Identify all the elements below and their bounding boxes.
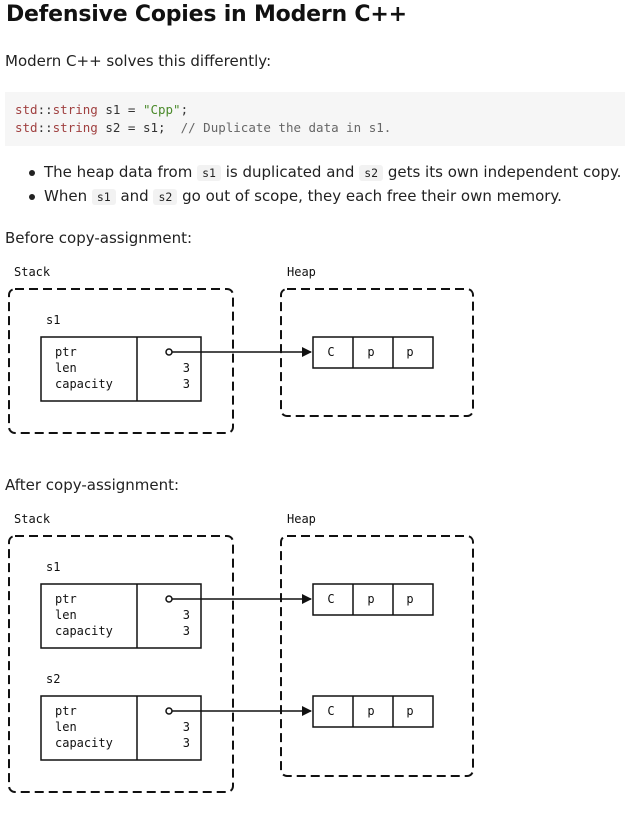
code-token: ; <box>180 102 189 117</box>
bullet-text: When <box>44 187 92 205</box>
len-value: 3 <box>183 608 190 622</box>
pointer-origin <box>165 707 173 715</box>
stack-frame <box>8 288 234 434</box>
heap-cell: C <box>327 704 334 718</box>
bullet-text: go out of scope, they each free their ow… <box>177 187 562 205</box>
capacity-value: 3 <box>183 624 190 638</box>
stack-label: Stack <box>14 512 51 526</box>
bullet-text: The heap data from <box>44 163 198 181</box>
len-value: 3 <box>183 361 190 375</box>
heap-cell: p <box>367 592 374 606</box>
heap-cell: C <box>327 345 334 359</box>
field-capacity: capacity <box>55 377 113 391</box>
bullet-list: The heap data from s1 is duplicated and … <box>0 160 621 208</box>
code-token: s2 = s1; <box>97 120 181 135</box>
bullet-text: gets its own independent copy. <box>383 163 622 181</box>
before-diagram: Stack Heap s1 ptr len capacity 3 3 C p p <box>8 265 474 434</box>
var-label-s1: s1 <box>46 560 60 574</box>
var-label-s1: s1 <box>46 313 60 327</box>
field-len: len <box>55 720 77 734</box>
after-diagram: Stack Heap s1 ptr len capacity 3 3 C p p… <box>8 512 474 793</box>
capacity-value: 3 <box>183 377 190 391</box>
page-title: Defensive Copies in Modern C++ <box>6 2 407 27</box>
bullet-text: is duplicated and <box>220 163 360 181</box>
field-capacity: capacity <box>55 736 113 750</box>
heap-frame <box>280 535 474 777</box>
len-value: 3 <box>183 720 190 734</box>
code-token: :: <box>37 102 53 117</box>
code-token: :: <box>37 120 53 135</box>
heap-label: Heap <box>287 265 316 279</box>
inline-code: s2 <box>153 189 178 205</box>
heap-buffer <box>312 695 434 728</box>
bullet-item: When s1 and s2 go out of scope, they eac… <box>0 184 621 208</box>
after-label: After copy-assignment: <box>5 476 180 494</box>
heap-buffer <box>312 336 434 369</box>
pointer-origin <box>165 348 173 356</box>
code-token: "Cpp" <box>142 102 181 117</box>
bullet-item: The heap data from s1 is duplicated and … <box>0 160 621 184</box>
stack-label: Stack <box>14 265 51 279</box>
inline-code: s1 <box>197 165 221 181</box>
var-label-s2: s2 <box>46 672 60 686</box>
string-struct-box <box>40 336 202 402</box>
heap-cell: p <box>406 704 413 718</box>
code-token: string <box>52 120 98 135</box>
heap-cell: p <box>367 345 374 359</box>
field-ptr: ptr <box>55 345 77 359</box>
code-token: string <box>52 102 98 117</box>
code-line-2: std::string s2 = s1; // Duplicate the da… <box>15 120 391 135</box>
before-label: Before copy-assignment: <box>5 229 193 247</box>
heap-cell: p <box>406 345 413 359</box>
heap-buffer <box>312 583 434 616</box>
bullet-text: and <box>115 187 154 205</box>
code-block: std::string s1 = "Cpp"; std::string s2 =… <box>5 92 625 146</box>
heap-cell: C <box>327 592 334 606</box>
pointer-origin <box>165 595 173 603</box>
intro-text: Modern C++ solves this differently: <box>5 52 272 70</box>
code-line-1: std::string s1 = "Cpp"; <box>15 102 188 117</box>
code-token: std <box>15 102 38 117</box>
code-comment: // Duplicate the data in s1. <box>180 120 392 135</box>
heap-cell: p <box>406 592 413 606</box>
field-ptr: ptr <box>55 704 77 718</box>
capacity-value: 3 <box>183 736 190 750</box>
inline-code: s2 <box>359 165 384 181</box>
field-capacity: capacity <box>55 624 113 638</box>
string-struct-box <box>40 695 202 761</box>
field-len: len <box>55 361 77 375</box>
code-token: s1 = <box>97 102 143 117</box>
field-ptr: ptr <box>55 592 77 606</box>
string-struct-box <box>40 583 202 649</box>
stack-frame <box>8 535 234 793</box>
heap-label: Heap <box>287 512 316 526</box>
inline-code: s1 <box>91 189 116 205</box>
heap-cell: p <box>367 704 374 718</box>
code-token: std <box>15 120 38 135</box>
field-len: len <box>55 608 77 622</box>
